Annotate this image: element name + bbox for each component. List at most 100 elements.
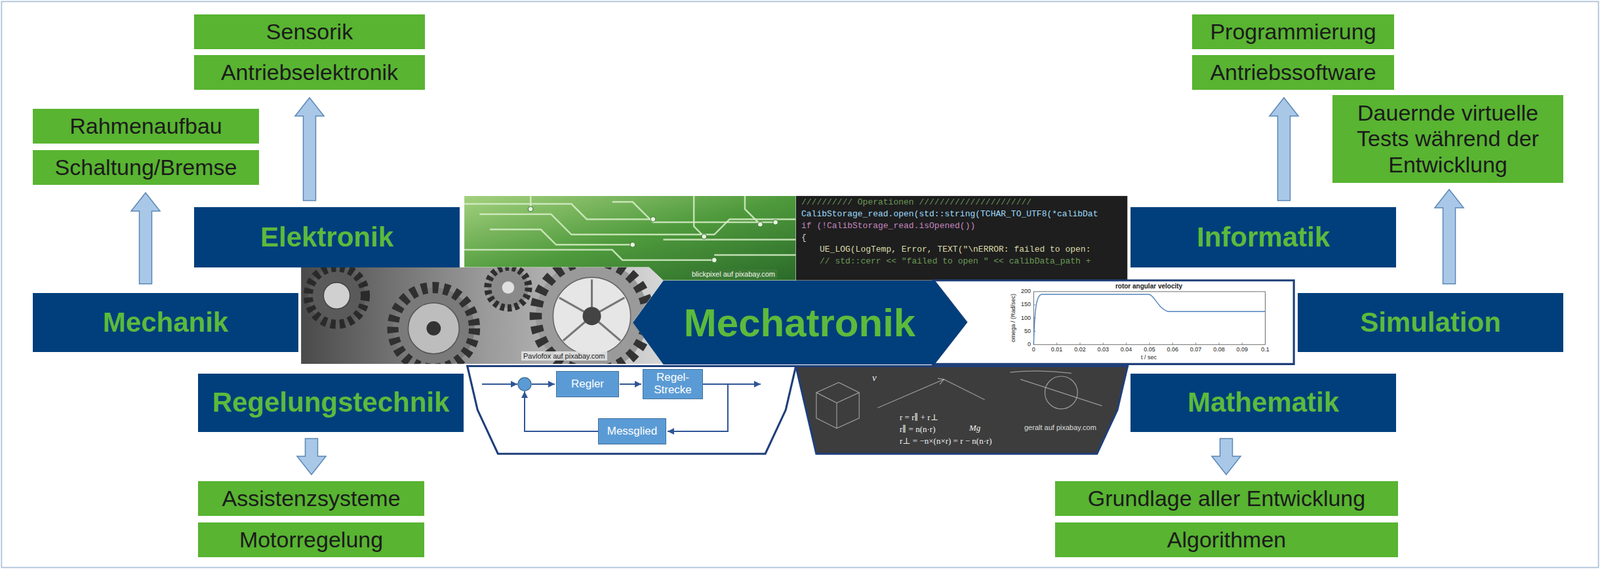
tick-label: 0 xyxy=(1032,346,1036,354)
code-screenshot xyxy=(796,196,1128,281)
chalkboard-math-image xyxy=(796,365,1128,454)
hexagon-fill xyxy=(632,280,967,365)
plot-image xyxy=(1080,342,1081,345)
tick-label: 0.04 xyxy=(1120,346,1133,354)
gears-photo xyxy=(392,287,475,370)
plot-image xyxy=(1033,291,1265,345)
plot-image xyxy=(1172,342,1174,345)
circuit-board-photo xyxy=(773,219,779,225)
box-label: Mechatronik xyxy=(683,300,916,346)
circuit-board-photo xyxy=(527,206,778,263)
chalkboard-math-image xyxy=(937,378,944,385)
circuit-board-photo xyxy=(464,203,654,220)
tick-label: 50 xyxy=(1024,328,1031,336)
circuit-board-photo xyxy=(630,241,636,248)
box-label: Grundlage aller Entwicklung xyxy=(1087,485,1366,512)
signal-line xyxy=(531,383,555,385)
code-line: { xyxy=(801,233,807,243)
gears-photo xyxy=(407,302,460,355)
circuit-board-photo xyxy=(464,196,797,261)
feature-box: Assistenzsysteme xyxy=(198,481,425,517)
plot-image xyxy=(1033,304,1242,345)
formula: r∥ = n(n·r) xyxy=(899,424,936,435)
box-label: Motorregelung xyxy=(239,527,383,553)
control-block: Regel-Strecke xyxy=(642,369,703,400)
plot-image xyxy=(1033,294,1265,345)
gears-photo xyxy=(323,282,350,309)
discipline-box: Simulation xyxy=(1297,293,1564,353)
box-label: Algorithmen xyxy=(1167,527,1286,553)
chalkboard-math-image xyxy=(877,379,985,409)
tick-label: 0.02 xyxy=(1074,346,1086,354)
box-label: Schaltung/Bremse xyxy=(55,154,238,181)
discipline-box: Mechanik xyxy=(32,293,299,353)
plot-image xyxy=(1218,342,1220,345)
formula: r⊥ = −n×(n×r) = r − n(n·r) xyxy=(899,436,993,446)
plot-title: rotor angular velocity xyxy=(1115,282,1183,290)
block-arrow xyxy=(297,438,326,475)
discipline-box: Informatik xyxy=(1130,207,1397,268)
axis-title: omega / (Rad/sec) xyxy=(1010,293,1018,343)
plot-image xyxy=(1033,304,1036,306)
gears-photo xyxy=(426,321,441,336)
control-loop-panel xyxy=(467,365,797,454)
plot-image xyxy=(1102,342,1104,345)
box-label: Regel-Strecke xyxy=(645,371,700,397)
feature-box: Programmierung xyxy=(1192,14,1395,50)
box-label: Simulation xyxy=(1360,306,1501,339)
tick-label: 0 xyxy=(1027,341,1031,349)
image-credit: geralt auf pixabay.com xyxy=(1024,423,1097,432)
feature-box: Dauernde virtuelle Tests während der Ent… xyxy=(1332,95,1564,183)
box-label: Mechanik xyxy=(102,306,229,339)
control-block: Messglied xyxy=(598,418,667,445)
gears-photo xyxy=(582,306,602,326)
box-label: Mathematik xyxy=(1187,386,1340,419)
tick-label: 100 xyxy=(1020,315,1031,322)
code-line: ////////// Operationen /////////////////… xyxy=(801,198,1032,208)
circuit-board-photo xyxy=(650,217,656,223)
formula: r = r∥ + r⊥ xyxy=(899,413,939,423)
code-line: // std::cerr << "failed to open " << cal… xyxy=(819,257,1091,267)
tick-label: 200 xyxy=(1020,288,1031,296)
tick-label: 0.1 xyxy=(1260,346,1270,354)
chalkboard-math-image xyxy=(816,371,1103,429)
circuit-board-photo xyxy=(662,238,796,240)
circuit-board-photo xyxy=(711,257,717,263)
image-credit: blickpixel auf pixabay.com xyxy=(689,269,778,279)
box-label: Elektronik xyxy=(260,221,394,254)
circuit-board-photo xyxy=(464,249,715,261)
circuit-board-photo xyxy=(714,254,796,256)
tick-label: 0.01 xyxy=(1051,346,1063,354)
box-label: Antriebselektronik xyxy=(220,59,399,86)
code-screenshot xyxy=(796,196,1128,281)
feature-box: Grundlage aller Entwicklung xyxy=(1055,481,1399,517)
plot-image xyxy=(933,280,1294,365)
circuit-board-photo xyxy=(744,196,760,225)
center-hexagon: Mechatronik xyxy=(632,280,967,365)
chalkboard-math-image xyxy=(1010,371,1072,374)
feature-box: Algorithmen xyxy=(1055,522,1399,558)
box-label: Regelungstechnik xyxy=(212,386,450,419)
block-arrow xyxy=(1211,438,1241,475)
code-line: if (!CalibStorage_read.isOpened()) xyxy=(801,221,976,231)
circuit-board-photo xyxy=(693,196,705,237)
plot-image xyxy=(1241,342,1243,345)
tick-label: 0.07 xyxy=(1190,346,1202,354)
control-loop-panel xyxy=(467,365,797,454)
code-line: CalibStorage_read.open(std::string(TCHAR… xyxy=(801,209,1098,220)
summing-point xyxy=(518,377,532,391)
formula-symbol: Mg xyxy=(969,423,981,433)
tick-label: 0.09 xyxy=(1236,346,1249,354)
gears-photo xyxy=(552,277,631,355)
circuit-board-photo xyxy=(527,206,534,212)
input-signal-line xyxy=(481,383,518,385)
discipline-box: Mathematik xyxy=(1130,373,1397,433)
box-label: Rahmenaufbau xyxy=(69,113,223,140)
code-line: UE_LOG(LogTemp, Error, TEXT("\nERROR: fa… xyxy=(819,245,1091,255)
circuit-board-photo xyxy=(701,234,707,240)
circuit-board-photo xyxy=(489,229,633,245)
plot-image xyxy=(1195,342,1197,345)
block-arrow xyxy=(131,192,160,284)
feature-box: Antriebselektronik xyxy=(194,55,425,90)
feature-box: Schaltung/Bremse xyxy=(32,150,260,185)
